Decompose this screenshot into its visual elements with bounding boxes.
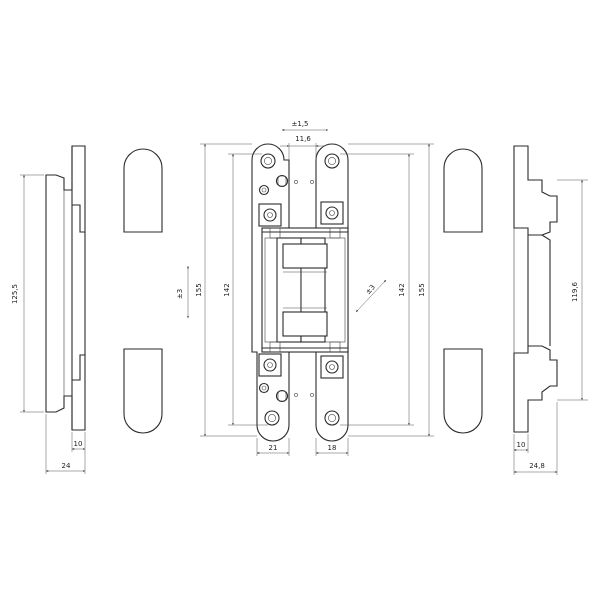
right-height-dimension: 119,6 — [557, 179, 588, 401]
outer-height-left-label: 155 — [195, 283, 203, 296]
right-side-profile-view — [513, 145, 558, 433]
inner-height-left-label: 142 — [223, 283, 231, 296]
inner-height-left-dimension: 142 — [223, 153, 268, 426]
lateral-adjustment-label: ±1,5 — [292, 120, 309, 128]
body-width-right-label: 18 — [328, 444, 337, 452]
gap-dimension: 11,6 — [280, 135, 325, 160]
gap-label: 11,6 — [295, 135, 311, 143]
inner-height-right-label: 142 — [398, 283, 406, 296]
depth-adjustment-dimension: ±3 — [355, 279, 387, 313]
outer-height-right-dimension: 155 — [348, 143, 434, 437]
left-height-dimension: 125,5 — [11, 174, 44, 413]
right-inner-width-label: 10 — [517, 441, 526, 449]
outer-height-left-dimension: 155 — [195, 143, 257, 437]
left-height-label: 125,5 — [11, 284, 19, 304]
body-width-left-label: 21 — [269, 444, 278, 452]
outer-height-right-label: 155 — [418, 283, 426, 296]
vertical-adjustment-label: ±3 — [176, 289, 184, 299]
left-side-profile-view — [45, 145, 86, 431]
hinge-front-view — [251, 143, 349, 442]
left-total-width-label: 24 — [62, 462, 71, 470]
left-inner-width-label: 10 — [74, 440, 83, 448]
right-width-dimensions: 10 24,8 — [513, 402, 558, 475]
right-height-label: 119,6 — [571, 281, 579, 302]
inner-height-right-dimension: 142 — [340, 153, 414, 426]
depth-adjustment-label: ±3 — [364, 283, 377, 296]
left-cover-caps — [123, 148, 163, 434]
body-width-dimensions: 21 18 — [256, 438, 349, 456]
vertical-adjustment-dimension: ±3 — [176, 265, 189, 319]
right-cover-caps — [443, 148, 483, 434]
lateral-adjustment-dimension: ±1,5 — [281, 120, 329, 131]
right-total-width-label: 24,8 — [529, 462, 545, 470]
left-width-dimensions: 10 24 — [45, 414, 86, 474]
